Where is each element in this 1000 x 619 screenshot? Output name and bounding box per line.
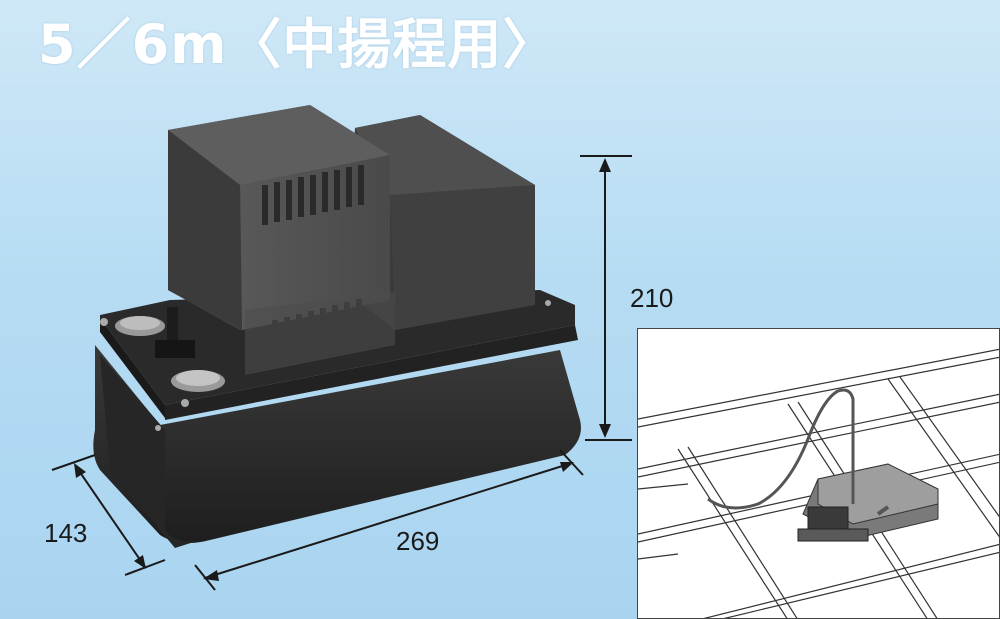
height-dimension-label: 210 <box>630 283 674 313</box>
depth-dimension-label: 143 <box>44 518 88 548</box>
installation-inset <box>637 328 1000 619</box>
condensate-pump-icon <box>93 105 581 548</box>
dimension-lines <box>51 155 632 591</box>
page-title: 5／6m〈中揚程用〉 <box>38 13 558 76</box>
installed-pump <box>797 463 939 542</box>
width-dimension-label: 269 <box>396 526 440 556</box>
ceiling-installation-illustration <box>638 348 999 618</box>
